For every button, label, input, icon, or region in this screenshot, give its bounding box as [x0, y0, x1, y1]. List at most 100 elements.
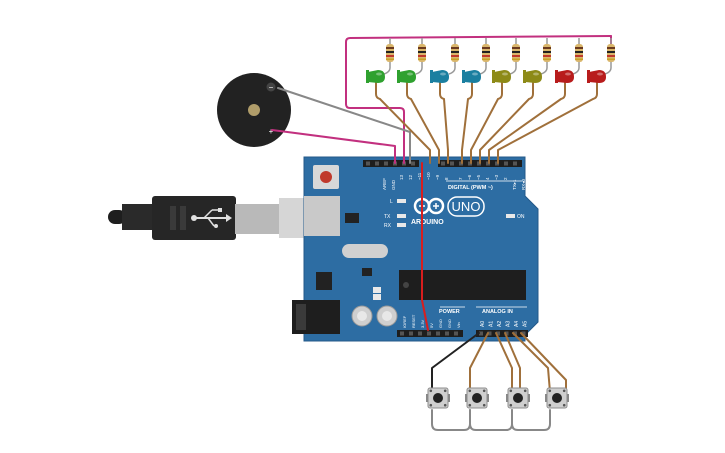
resistor[interactable] [540, 38, 551, 75]
resistor-band [575, 58, 583, 60]
led-wire [497, 81, 598, 164]
resistor-band [451, 58, 459, 60]
reset-button[interactable] [313, 165, 339, 189]
header-hole [375, 161, 379, 166]
power-pin-label: 5V [429, 323, 434, 328]
digital-pin-label: 4 [485, 177, 490, 180]
header-hole [504, 331, 509, 336]
header-hole [468, 161, 472, 166]
push-button[interactable] [465, 387, 489, 409]
button-pin [482, 389, 486, 393]
analog-pin-label: A2 [497, 321, 503, 327]
analog-pin-label: A1 [489, 321, 495, 327]
header-hole [486, 161, 490, 166]
header-hole [384, 161, 388, 166]
led-red[interactable] [555, 70, 574, 83]
button-leg [426, 394, 428, 402]
resistor-band [451, 47, 459, 49]
header-hole [504, 161, 508, 166]
button-cap[interactable] [433, 393, 443, 403]
piezo-buzzer[interactable]: − + [217, 73, 291, 147]
header-hole [513, 331, 517, 336]
l-led [397, 199, 406, 203]
l-label: L [390, 199, 393, 205]
analog-header [476, 330, 528, 337]
rx-led [397, 223, 406, 227]
resistor-band [451, 51, 459, 53]
led-wire [461, 81, 473, 164]
tx-label: TX [384, 214, 391, 220]
led-olive[interactable] [492, 70, 511, 83]
buzzer-minus-label: − [269, 83, 274, 92]
resistor[interactable] [448, 38, 459, 75]
button-pin [443, 389, 447, 393]
header-hole [454, 331, 458, 336]
regulator [316, 272, 332, 290]
button-pin [509, 389, 513, 393]
led-rim [462, 70, 465, 83]
digital-pin-label: 13 [399, 174, 404, 180]
button-pin [562, 403, 566, 407]
led-teal[interactable] [462, 70, 481, 83]
aref-label: AREF [382, 178, 387, 190]
digital-pin-label: RX◂0 [521, 178, 526, 190]
button-leg [567, 394, 569, 402]
resistor-band [575, 51, 583, 53]
led-shine [472, 72, 478, 76]
uno-logo: UNO [447, 196, 485, 217]
resistor-band [575, 55, 583, 57]
resistor-lead [479, 67, 487, 75]
resistor-band [386, 55, 394, 57]
rx-label: RX [384, 223, 392, 229]
header-hole [521, 331, 526, 336]
resistor-band [482, 51, 490, 53]
crystal [342, 244, 388, 258]
resistor-band [418, 58, 426, 60]
power-pin-label: IOREF [402, 315, 407, 328]
push-button[interactable] [426, 387, 450, 409]
button-pin [443, 403, 447, 407]
wires [271, 35, 612, 431]
digital-pin-label: ~11 [417, 172, 422, 180]
resistor[interactable] [572, 38, 583, 75]
button-pin [429, 389, 433, 393]
button-wire-2 [495, 332, 513, 393]
button-cap[interactable] [472, 393, 482, 403]
arduino-board[interactable]: L TX RX ON UNO ARDUINO DIGITAL (PWM ~) 1… [292, 156, 539, 342]
resistor[interactable] [383, 38, 394, 75]
analog-pin-label: A0 [480, 321, 486, 327]
button-link-wire [431, 409, 471, 431]
header-hole [441, 161, 445, 166]
led-olive[interactable] [523, 70, 542, 83]
capacitor-1 [351, 305, 373, 327]
led-rim [587, 70, 590, 83]
resistor[interactable] [604, 38, 615, 75]
led-teal[interactable] [430, 70, 449, 83]
header-hole [513, 161, 517, 166]
push-button[interactable] [545, 387, 569, 409]
resistor[interactable] [415, 38, 426, 75]
led-wire [439, 81, 449, 164]
resistor-band [512, 51, 520, 53]
resistor[interactable] [509, 38, 520, 75]
resistor-band [418, 55, 426, 57]
led-wire [406, 81, 440, 164]
analog-pin-label: A5 [523, 321, 529, 327]
button-cap[interactable] [513, 393, 523, 403]
power-wire [421, 162, 429, 331]
header-hole [495, 161, 499, 166]
push-button[interactable] [506, 387, 530, 409]
button-pin [509, 403, 513, 407]
led-green[interactable] [366, 70, 385, 83]
led-green[interactable] [397, 70, 416, 83]
led-shine [440, 72, 446, 76]
button-pin [429, 403, 433, 407]
resistor-band [543, 55, 551, 57]
resistor-lead [448, 67, 456, 75]
button-cap[interactable] [552, 393, 562, 403]
led-wire [488, 81, 566, 164]
button-pin [548, 389, 552, 393]
led-red[interactable] [587, 70, 606, 83]
resistor[interactable] [479, 38, 490, 75]
header-hole [477, 161, 481, 166]
